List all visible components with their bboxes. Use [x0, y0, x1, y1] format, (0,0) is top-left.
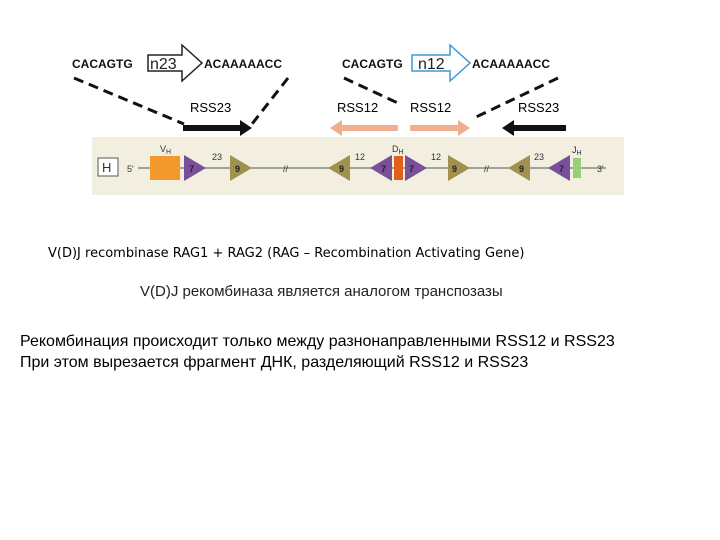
n23-spacer-arrow: [147, 43, 204, 83]
heptamer-num-1: 7: [189, 164, 194, 174]
rss23-nonamer: ACAAAAACC: [204, 57, 282, 71]
rss12-spacer-label: n12: [418, 56, 445, 73]
recombinase-caption: V(D)J recombinase RAG1 + RAG2 (RAG – Rec…: [48, 246, 525, 261]
d-gene-segment: [394, 156, 403, 180]
rss23-label-left: RSS23: [190, 100, 231, 115]
recombination-note-2: При этом вырезается фрагмент ДНК, раздел…: [20, 354, 529, 371]
rss12-nonamer: ACAAAAACC: [472, 57, 550, 71]
heptamer-num-3: 7: [409, 164, 414, 174]
break-mark-1: //: [283, 164, 289, 174]
three-prime-label: 3': [597, 164, 604, 174]
nonamer-num-2: 9: [339, 164, 344, 174]
five-prime-label: 5': [127, 164, 134, 174]
j-gene-segment: [573, 158, 581, 178]
rss23-arrow-left: [502, 120, 566, 136]
heptamer-triangle-4: [548, 155, 570, 181]
heptamer-triangle-3: [405, 155, 427, 181]
nonamer-triangle-2: [328, 155, 350, 181]
nonamer-triangle-4: [508, 155, 530, 181]
rss23-heptamer: CACAGTG: [72, 57, 133, 71]
break-mark-2: //: [484, 164, 490, 174]
zoom-line-rss23-right: [250, 77, 290, 125]
rss23-label-right: RSS23: [518, 100, 559, 115]
zoom-guide-lines: [73, 76, 559, 126]
spacer-23-label-1: 23: [212, 152, 222, 162]
heptamer-triangle-1: [184, 155, 206, 181]
locus-letter: H: [102, 160, 111, 175]
rss12-sequence: CACAGTG n12 ACAAAAACC: [342, 43, 550, 83]
rss23-sequence: CACAGTG n23 ACAAAAACC: [72, 43, 282, 83]
rss12-arrow-left: [330, 120, 398, 136]
nonamer-num-1: 9: [235, 164, 240, 174]
spacer-12-label-1: 12: [355, 152, 365, 162]
spacer-12-label-2: 12: [431, 152, 441, 162]
heptamer-num-2: 7: [381, 164, 386, 174]
nonamer-num-4: 9: [519, 164, 524, 174]
locus-background: [92, 137, 624, 195]
n12-spacer-arrow: [411, 43, 472, 83]
rss23-spacer-label: n23: [150, 56, 177, 73]
rss12-heptamer: CACAGTG: [342, 57, 403, 71]
heptamer-triangle-2: [370, 155, 392, 181]
locus-panel: H 5' VH 7 23 9 // 9 12 7 DH 7 12 9 // 9: [92, 137, 624, 195]
v-gene-segment: [150, 156, 180, 180]
zoom-line-rss12-left: [343, 76, 401, 106]
zoom-line-rss23-left: [73, 76, 185, 126]
transposase-caption: V(D)J рекомбиназа является аналогом тран…: [140, 283, 503, 300]
nonamer-triangle-3: [448, 155, 470, 181]
heptamer-num-4: 7: [559, 164, 564, 174]
j-segment-label: JH: [572, 145, 582, 157]
rss12-label-right: RSS12: [410, 100, 451, 115]
vdj-recombination-diagram: CACAGTG n23 ACAAAAACC CACAGTG n12 ACAAAA…: [72, 43, 624, 195]
rss12-label-left: RSS12: [337, 100, 378, 115]
recombination-note-1: Рекомбинация происходит только между раз…: [20, 333, 615, 350]
rss23-arrow-right: [183, 120, 252, 136]
nonamer-num-3: 9: [452, 164, 457, 174]
rss-orientation-arrows: [183, 120, 566, 136]
rss12-arrow-right: [410, 120, 470, 136]
spacer-23-label-2: 23: [534, 152, 544, 162]
v-segment-label: VH: [160, 144, 171, 156]
locus-letter-box: [97, 157, 119, 177]
nonamer-triangle-1: [230, 155, 252, 181]
d-segment-label: DH: [392, 144, 404, 156]
